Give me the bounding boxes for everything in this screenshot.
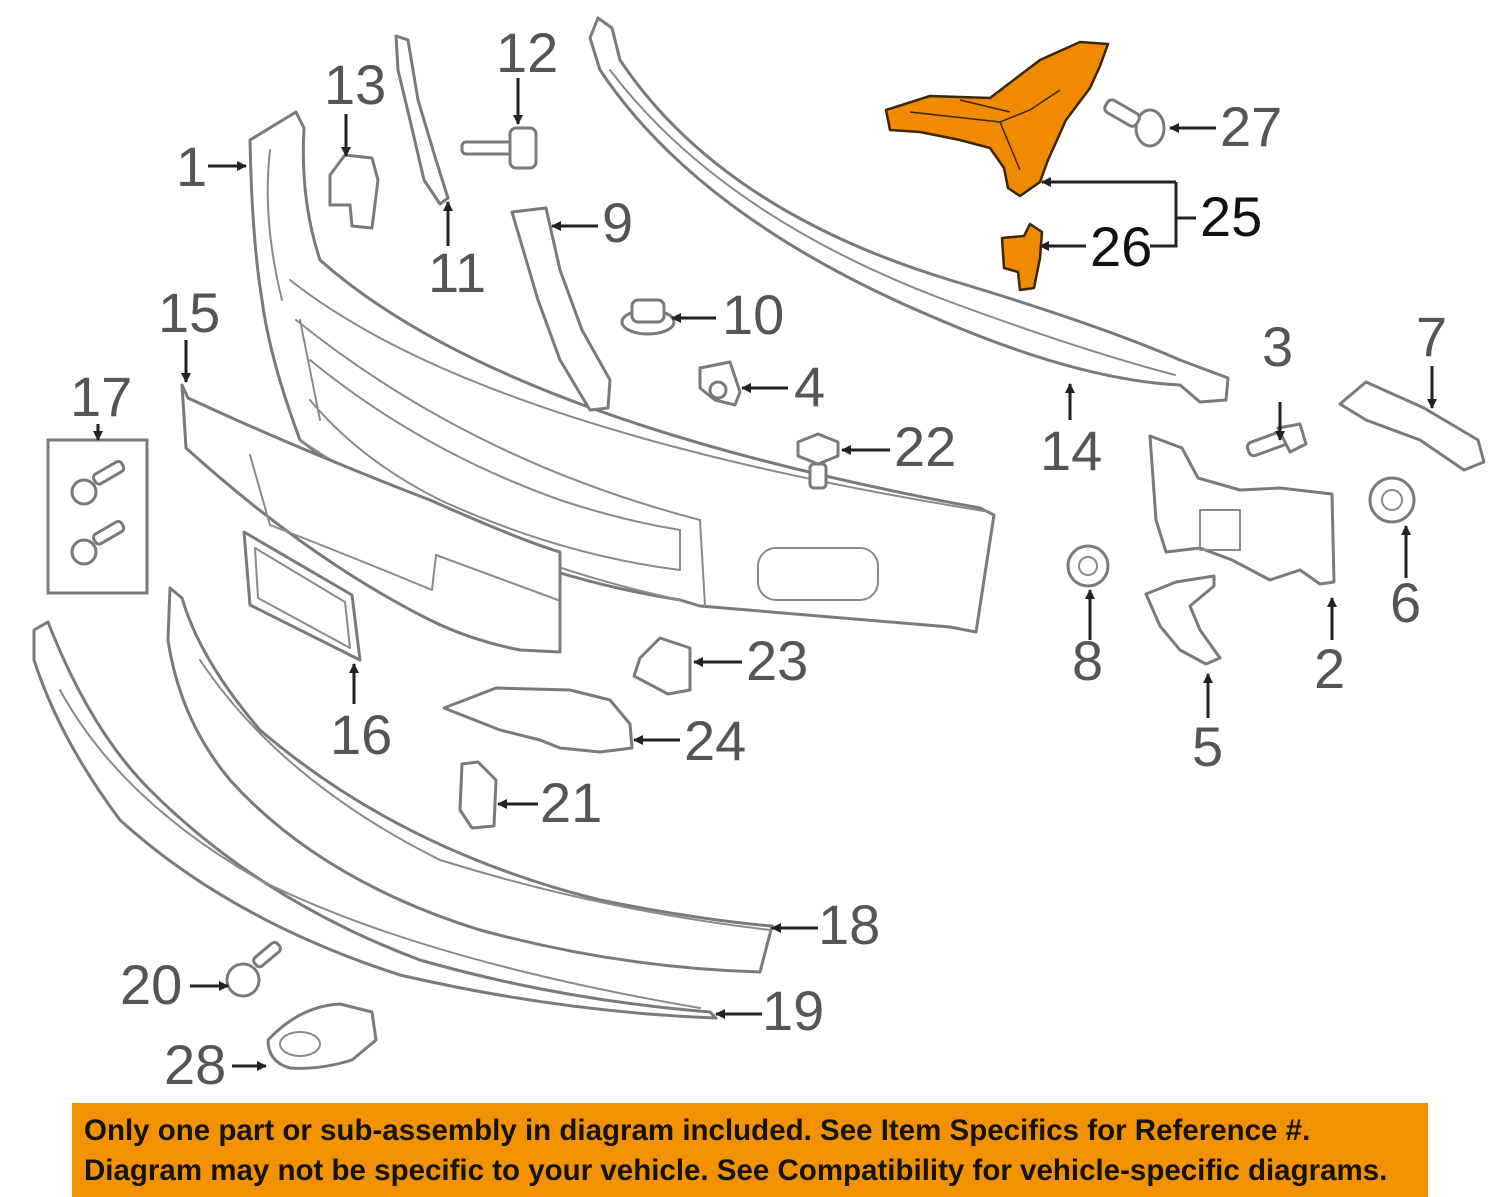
part-20-bolt: [225, 940, 282, 998]
callout-25: 25: [1200, 185, 1262, 248]
part-25-highlighted-bracket: [884, 40, 1110, 198]
part-5-bracket: [1144, 574, 1222, 666]
callout-11: 11: [428, 241, 486, 304]
part-2-mount: [1148, 434, 1336, 586]
part-15-valance: [180, 383, 562, 654]
callout-13: 13: [324, 53, 386, 116]
callout-22: 22: [894, 415, 956, 478]
part-22-bolt: [796, 432, 840, 490]
disclaimer-banner: Only one part or sub-assembly in diagram…: [72, 1103, 1428, 1197]
part-4-clip: [698, 360, 742, 407]
callout-4: 4: [794, 355, 825, 418]
callout-labels: 1 2 3 4 5 6 7 8 9 10 11 12 13 14 15 16 1…: [70, 21, 1447, 1096]
callout-24: 24: [684, 709, 746, 772]
callout-19: 19: [762, 979, 824, 1042]
part-8-nut: [1066, 544, 1110, 588]
part-12-bolt: [460, 126, 538, 170]
part-13-bracket: [328, 153, 380, 230]
part-24-shield: [442, 686, 634, 754]
part-3-bolt: [1245, 422, 1308, 458]
callout-27: 27: [1220, 95, 1282, 158]
part-26-highlighted-clip: [1000, 222, 1044, 292]
disclaimer-line-2: Diagram may not be specific to your vehi…: [84, 1154, 1388, 1187]
part-6-nut: [1368, 476, 1416, 524]
callout-14: 14: [1040, 419, 1102, 482]
callout-15: 15: [158, 281, 220, 344]
callout-16: 16: [330, 703, 392, 766]
part-9-bracket: [510, 206, 612, 412]
part-7-bracket: [1338, 380, 1486, 472]
callout-20: 20: [120, 953, 182, 1016]
part-19-deflector: [32, 620, 718, 1020]
callout-1: 1: [176, 135, 207, 198]
part-10-nut: [620, 298, 676, 336]
part-23-clip: [632, 636, 692, 696]
callout-28: 28: [164, 1033, 226, 1096]
part-21-clip: [458, 760, 498, 830]
callout-23: 23: [746, 629, 808, 692]
callout-6: 6: [1390, 571, 1421, 634]
disclaimer-line-1: Only one part or sub-assembly in diagram…: [84, 1114, 1311, 1147]
callout-21: 21: [540, 771, 602, 834]
part-16-license-bracket: [242, 530, 362, 662]
callout-2: 2: [1314, 637, 1345, 700]
part-28-tow-hook: [266, 1002, 378, 1070]
callout-12: 12: [496, 21, 558, 84]
leader-lines: [93, 78, 1437, 1071]
part-11-bracket: [394, 34, 450, 206]
callout-9: 9: [602, 191, 633, 254]
callout-7: 7: [1416, 305, 1447, 368]
part-18-lower-valance: [166, 586, 774, 974]
callout-5: 5: [1192, 715, 1223, 778]
callout-10: 10: [722, 283, 784, 346]
callout-3: 3: [1262, 315, 1293, 378]
callout-18: 18: [818, 893, 880, 956]
callout-26: 26: [1090, 215, 1152, 278]
part-27-push-pin: [1103, 98, 1166, 148]
callout-17: 17: [70, 365, 132, 428]
part-14-reinforcement: [588, 16, 1230, 404]
callout-8: 8: [1072, 629, 1103, 692]
part-17-bolt-kit: [46, 438, 149, 595]
